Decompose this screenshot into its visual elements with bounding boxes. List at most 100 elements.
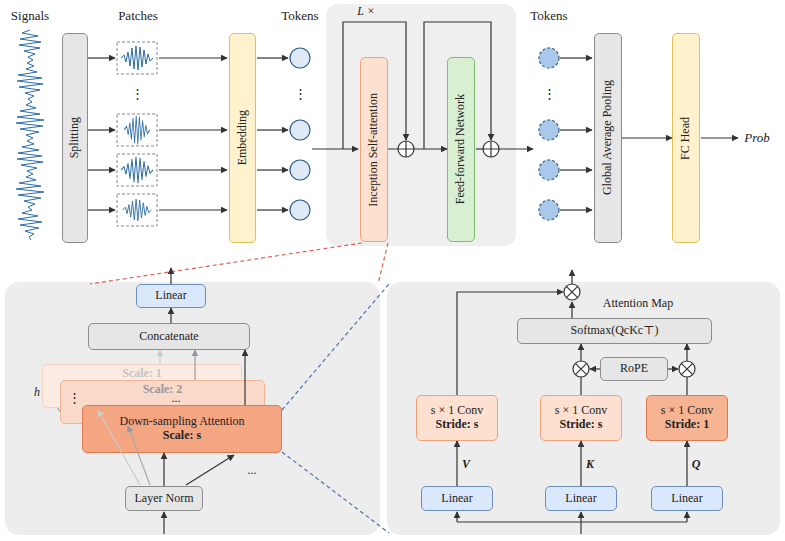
connector-arrow [456, 441, 457, 486]
flow-arrow [159, 129, 227, 130]
multiply-symbol [681, 363, 692, 374]
flow-arrow [159, 209, 227, 210]
ffn-box: Feed-forward Network [447, 57, 475, 242]
flow-arrow [186, 455, 234, 485]
add-symbol [483, 141, 499, 157]
plain-label: ⋮ [68, 390, 81, 406]
flow-arrow [560, 129, 592, 130]
patch-waveform [123, 199, 152, 221]
node-text: RoPE [620, 362, 648, 376]
conv-box: s × 1 ConvStride: s [416, 395, 498, 441]
flow-arrow [257, 57, 288, 58]
output-token-circle [539, 120, 559, 140]
flow-arrow [580, 512, 581, 534]
attention-box: Down-sampling AttentionScale: s [82, 405, 282, 453]
zoom-leader-line [282, 284, 389, 410]
flow-arrow [571, 270, 572, 284]
softmax-box: Softmax(QcKc⊤) [517, 318, 712, 344]
add-symbol [398, 141, 414, 157]
connector-arrow [388, 148, 447, 149]
plain-label: L × [357, 4, 375, 19]
flow-arrow [312, 148, 358, 149]
node-text: Stride: s [560, 418, 603, 432]
edge-label: K [586, 456, 594, 471]
node-text: Stride: s [436, 418, 479, 432]
edge-label: Q [692, 456, 701, 471]
token-circle [290, 120, 310, 140]
linear-box: Linear [136, 284, 206, 308]
flow-line [476, 148, 483, 149]
patch-waveform [121, 46, 153, 70]
flow-arrow [170, 268, 171, 284]
connector-arrow [686, 441, 687, 486]
node-text: FC Head [679, 117, 693, 160]
plain-label: Patches [118, 8, 158, 24]
connector-arrow [580, 344, 581, 395]
flow-arrow [88, 129, 115, 130]
attention-box: Inception Self-attention [360, 57, 388, 242]
flow-arrow [560, 209, 592, 210]
flow-arrow [88, 57, 115, 58]
plain-label: ⋮ [131, 86, 144, 102]
flow-arrow [88, 209, 115, 210]
plain-label: Tokens [281, 8, 318, 24]
token-circle [290, 160, 310, 180]
node-text: Scale: s [163, 429, 201, 443]
flow-line [457, 521, 687, 522]
flow-arrow [560, 57, 592, 58]
node-text: Feed-forward Network [454, 94, 468, 204]
multiply-symbol [573, 361, 589, 377]
plain-label: Prob [744, 130, 770, 146]
patch-waveform [121, 157, 153, 183]
head-box: FC Head [672, 33, 700, 243]
flow-arrow [456, 512, 457, 522]
connector-arrow [170, 308, 171, 323]
plain-label: Attention Map [603, 296, 673, 311]
node-text: Linear [441, 492, 472, 506]
patch-box [117, 194, 157, 226]
edge-label: V [462, 456, 470, 471]
multiply-symbol [575, 363, 586, 374]
connector-arrow [686, 344, 687, 395]
patch-box [117, 154, 157, 186]
inception-attention-panel [5, 282, 380, 535]
node-text: Linear [671, 492, 702, 506]
pooling-box: Global Average Pooling [594, 33, 622, 243]
zoom-leader-line [282, 452, 389, 533]
node-text: Softmax(QcKc⊤) [571, 324, 659, 338]
signal-waveform [16, 30, 44, 240]
add-symbol [483, 141, 499, 157]
output-token-circle [539, 160, 559, 180]
flow-arrow [499, 148, 533, 149]
linear-box: Linear [421, 486, 493, 511]
token-circle [290, 48, 310, 68]
node-text: Linear [155, 289, 186, 303]
node-text: Stride: 1 [665, 418, 709, 432]
node-text: Splitting [68, 117, 82, 158]
down-sampling-attention-panel [387, 282, 780, 535]
concat-box: Concatenate [88, 323, 250, 350]
plain-label: Tokens [530, 8, 567, 24]
conv-box: s × 1 ConvStride: 1 [646, 395, 728, 441]
node-text: Scale: 2 [143, 383, 183, 397]
plain-label: Signals [11, 8, 49, 24]
layer-block-panel [326, 4, 516, 246]
plain-label: h [34, 385, 40, 400]
multiply-symbol [566, 286, 577, 297]
connector-arrow [163, 453, 164, 486]
flow-arrow [257, 209, 288, 210]
connector-arrow [244, 350, 245, 405]
flow-arrow [560, 169, 592, 170]
split-box: Splitting [62, 33, 88, 243]
node-text: Concatenate [139, 330, 198, 344]
plain-label: ⋮ [543, 86, 556, 102]
output-token-circle [539, 48, 559, 68]
connector-arrow [622, 137, 672, 138]
residual-line [343, 22, 406, 149]
node-text: Scale: 1 [122, 367, 162, 381]
conv-box: s × 1 ConvStride: s [540, 395, 622, 441]
node-text: Linear [565, 492, 596, 506]
node-text: s × 1 Conv [431, 404, 483, 418]
output-token-circle [539, 200, 559, 220]
flow-arrow [571, 302, 572, 318]
